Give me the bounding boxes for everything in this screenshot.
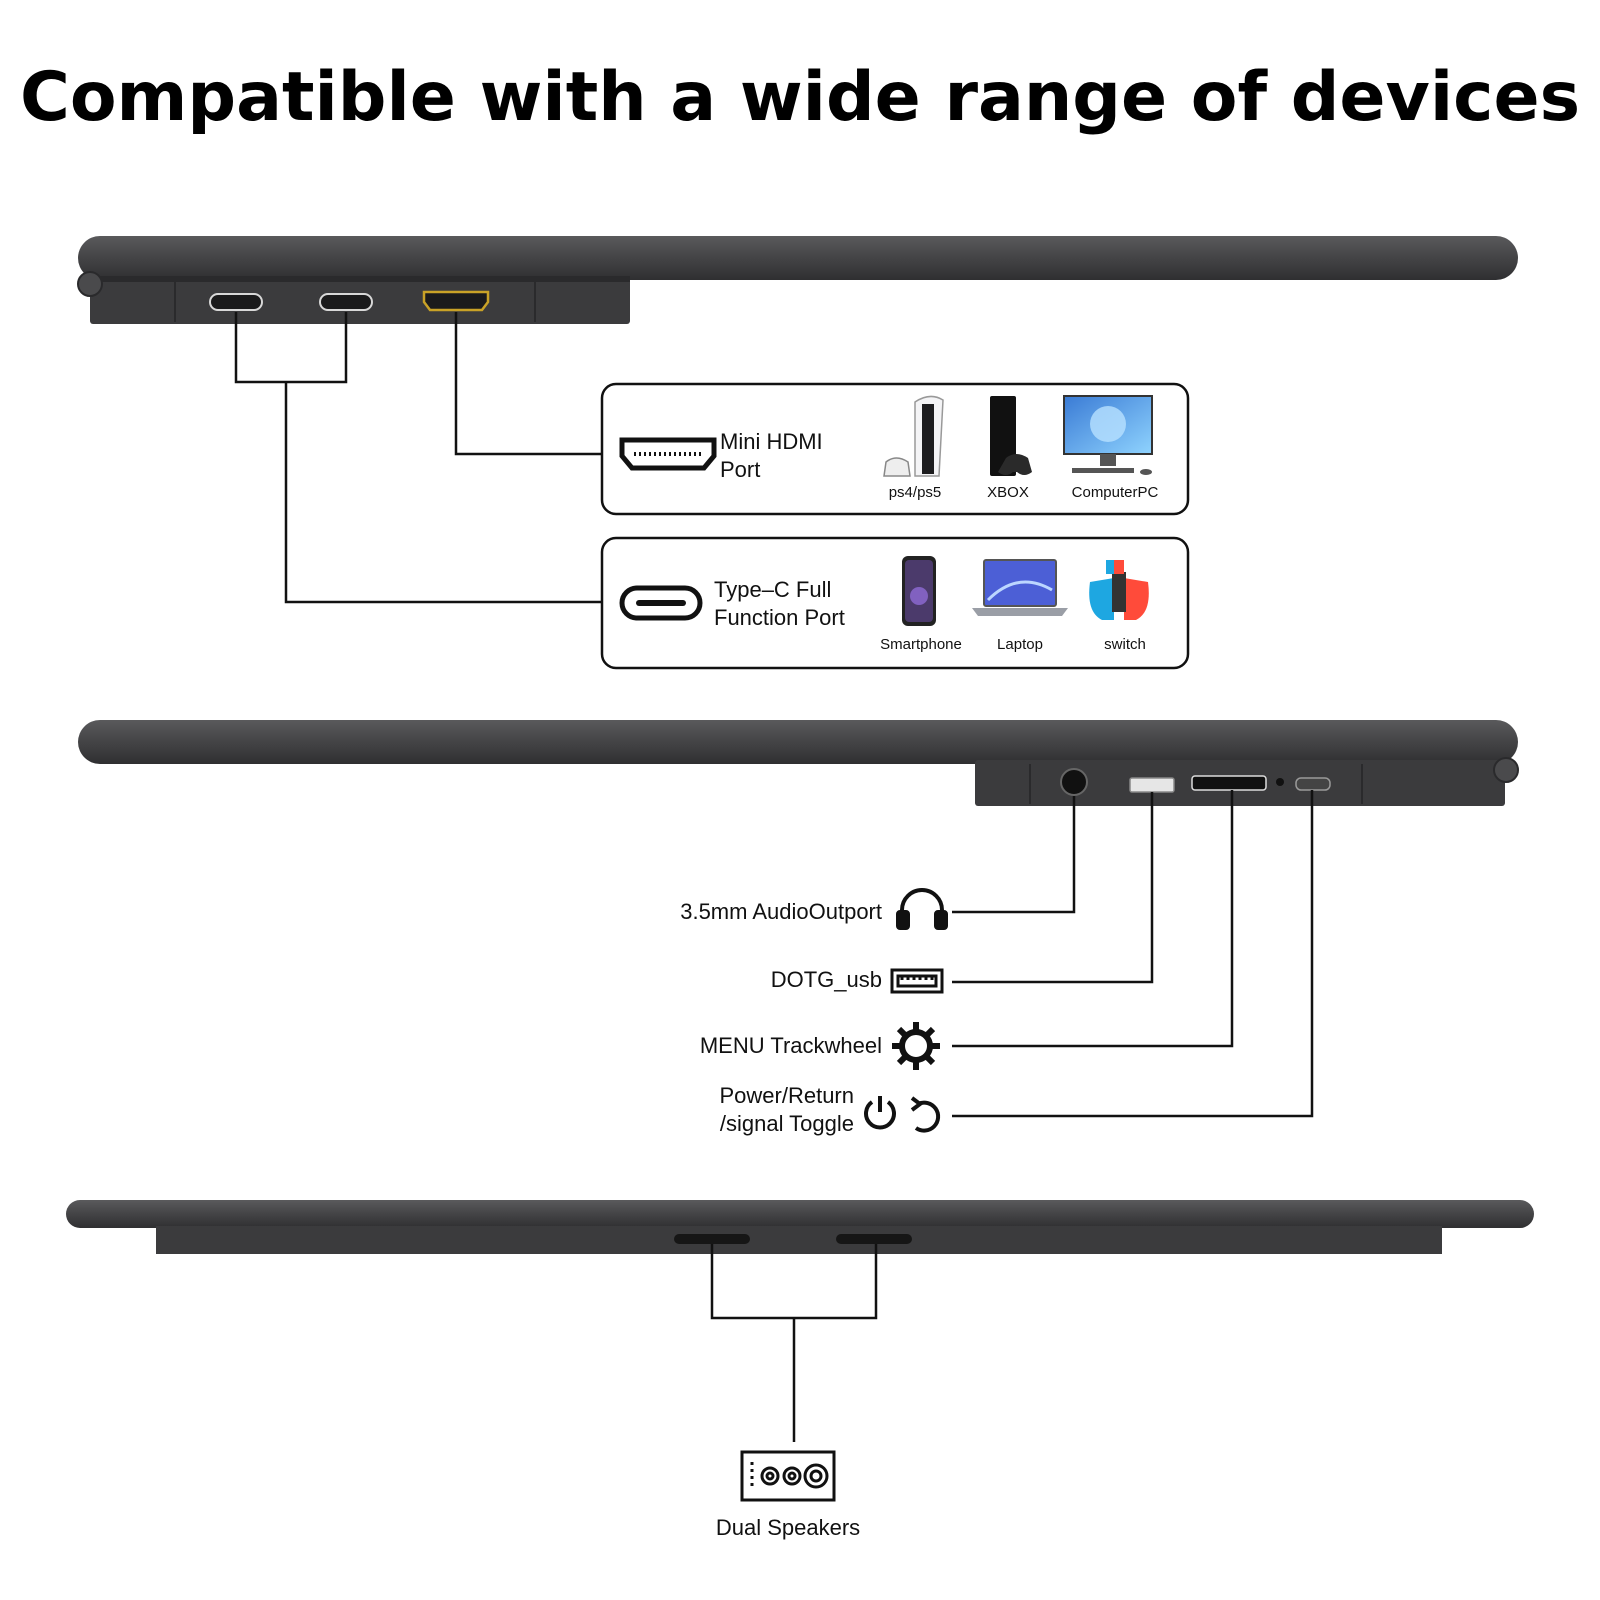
typec-compat-box bbox=[600, 536, 1190, 670]
device-ps5-label: ps4/ps5 bbox=[888, 484, 942, 501]
switch-console-icon bbox=[1089, 560, 1149, 620]
usb-port-icon bbox=[890, 968, 944, 994]
smartphone-icon bbox=[902, 556, 936, 626]
trackwheel bbox=[1191, 775, 1267, 791]
speaker-icon bbox=[740, 1450, 836, 1502]
speaker-grille-1 bbox=[674, 1234, 750, 1244]
ps5-console-icon bbox=[883, 395, 944, 477]
connector-lines-middle bbox=[952, 790, 1314, 1118]
headphones-icon bbox=[896, 888, 948, 930]
device-smartphone-label: Smartphone bbox=[880, 636, 962, 653]
speakers-label: Dual Speakers bbox=[715, 1515, 861, 1540]
power-button bbox=[1295, 777, 1331, 791]
audio-port-label: 3.5mm AudioOutport bbox=[680, 899, 882, 924]
trackwheel-label: MENU Trackwheel bbox=[699, 1033, 882, 1058]
device-pc-label: ComputerPC bbox=[1071, 484, 1159, 501]
xbox-console-icon bbox=[990, 396, 1032, 476]
device-switch-label: switch bbox=[1104, 636, 1146, 653]
usb-port bbox=[1129, 777, 1175, 793]
typec-label-line1: Type–C Full bbox=[714, 577, 832, 602]
hdmi-icon bbox=[619, 437, 717, 471]
audio-jack bbox=[1060, 768, 1088, 796]
typec-label-line2: Function Port bbox=[714, 605, 845, 630]
usb-port-label: DOTG_usb bbox=[770, 967, 882, 992]
typec-icon bbox=[619, 585, 703, 621]
device-xbox-label: XBOX bbox=[987, 484, 1029, 501]
mini-hdmi-port bbox=[422, 290, 490, 312]
page-title: Compatible with a wide range of devices bbox=[19, 58, 1581, 137]
hdmi-label-line1: Mini HDMI bbox=[720, 429, 823, 454]
connector-lines-bottom bbox=[710, 1244, 878, 1442]
monitor-edge bbox=[78, 236, 1518, 280]
hdmi-compat-box bbox=[600, 382, 1190, 516]
hinge bbox=[77, 271, 103, 297]
connector-lines-top bbox=[234, 312, 602, 604]
monitor-right-side bbox=[78, 720, 1519, 806]
laptop-icon bbox=[972, 559, 1068, 616]
typec-port-2 bbox=[319, 293, 373, 311]
device-laptop-label: Laptop bbox=[997, 636, 1043, 653]
gear-icon bbox=[892, 1022, 940, 1070]
power-label-line1: Power/Return bbox=[719, 1083, 854, 1108]
hdmi-label-line2: Port bbox=[720, 457, 761, 482]
monitor-left-side bbox=[77, 236, 1518, 324]
typec-port-1 bbox=[209, 293, 263, 311]
power-return-icon bbox=[864, 1096, 941, 1133]
desktop-pc-icon bbox=[1063, 395, 1153, 475]
power-label-line2: /signal Toggle bbox=[719, 1111, 854, 1136]
speaker-grille-2 bbox=[836, 1234, 912, 1244]
monitor-bottom bbox=[66, 1200, 1534, 1254]
